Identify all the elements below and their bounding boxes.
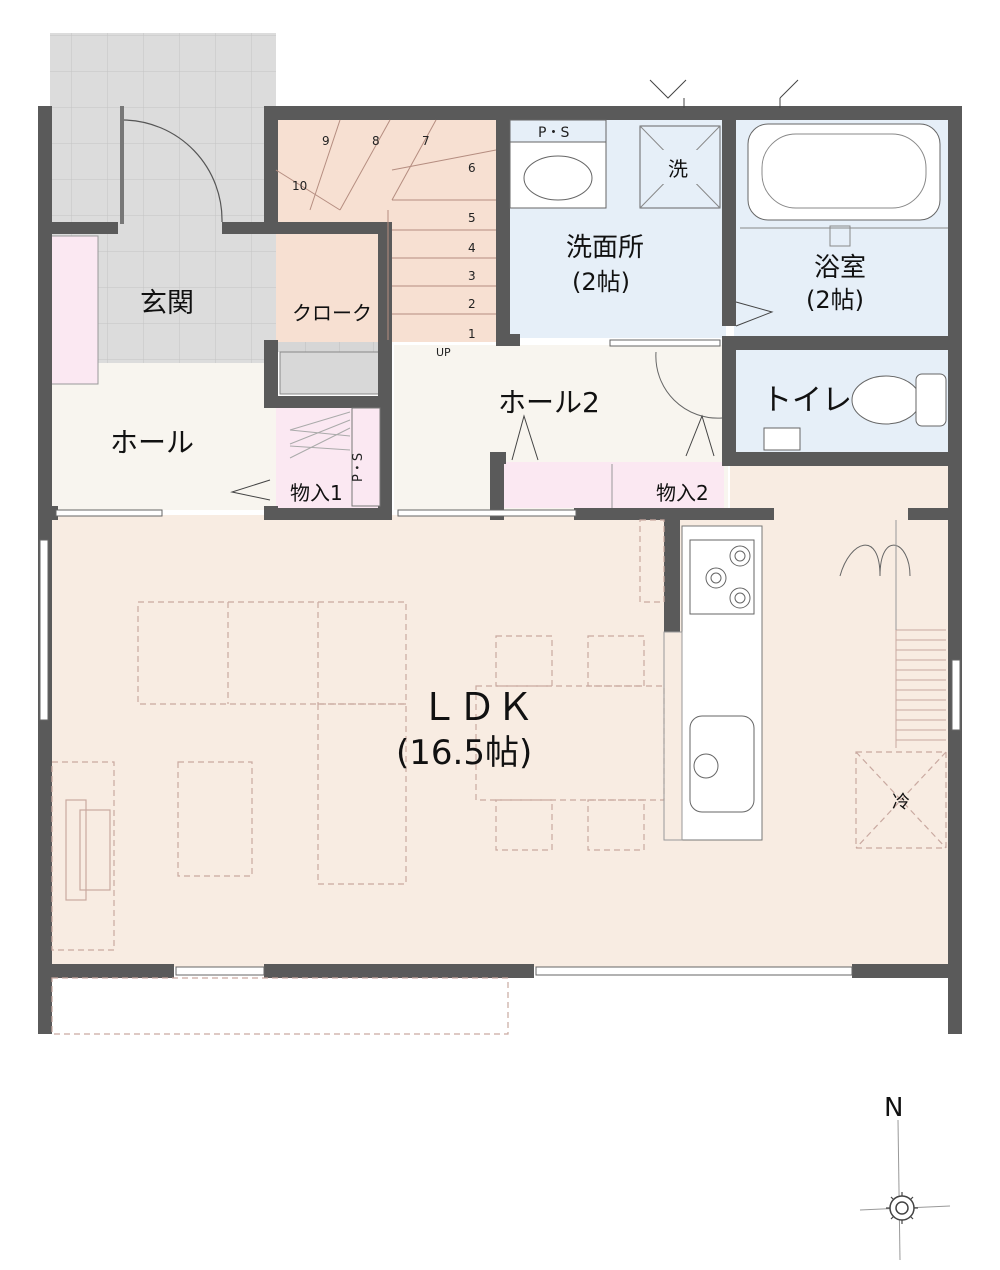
ldk-floor [50, 515, 950, 967]
toilet-sink-icon [763, 427, 801, 451]
stair-step-7: 7 [422, 134, 430, 148]
stair-step-8: 8 [372, 134, 380, 148]
porch-floor [50, 33, 276, 108]
pantry-shelves [895, 629, 946, 748]
stair-up-label: UP [436, 346, 451, 359]
label-ps-side: P・S [351, 453, 366, 482]
toilet-bowl-icon [851, 375, 921, 425]
bath-door-swing [735, 301, 774, 327]
toilet-door-swing [655, 351, 723, 419]
wash-basin [509, 141, 607, 209]
exterior-vent-marks [649, 79, 799, 108]
stair-step-1: 1 [468, 327, 476, 341]
room-cloak: クローク [292, 301, 372, 325]
stair-step-2: 2 [468, 297, 476, 311]
cloak-shelf [279, 351, 385, 395]
pantry-floor [730, 460, 950, 515]
storage2-door-right [685, 414, 715, 457]
storage2-door-left [511, 414, 539, 461]
stair-step-9: 9 [322, 134, 330, 148]
label-washer: 洗 [668, 157, 688, 181]
windows [39, 339, 961, 976]
hall-floor [50, 363, 276, 510]
room-bath-size: (2帖) [806, 286, 864, 314]
stove-burners-icon [689, 539, 755, 615]
stair-numbers: 1 2 3 4 5 6 7 8 9 10 UP [292, 134, 476, 359]
stair-step-5: 5 [468, 211, 476, 225]
room-ldk-size: (16.5帖) [396, 733, 532, 773]
room-genkan: 玄関 [140, 288, 194, 319]
room-toilet: トイレ [762, 383, 852, 418]
kitchen-sink-icon [689, 715, 755, 813]
room-washroom-size: (2帖) [572, 268, 630, 296]
bathtub [747, 123, 941, 221]
stair-step-6: 6 [468, 161, 476, 175]
stair-step-4: 4 [468, 241, 476, 255]
stairs [275, 119, 497, 340]
label-ps-top: P・S [538, 125, 569, 141]
tv-stand [65, 799, 111, 901]
north-label: N [884, 1093, 903, 1123]
kitchen-peninsula [663, 631, 683, 841]
storage2-floor [504, 462, 724, 508]
toilet-tank-icon [915, 373, 947, 427]
stair-step-3: 3 [468, 269, 476, 283]
pantry-door-swing [839, 544, 911, 577]
room-storage1: 物入1 [290, 481, 343, 505]
stair-step-10: 10 [292, 179, 307, 193]
room-washroom: 洗面所 [566, 233, 644, 263]
storage1-shelf-lines [289, 407, 381, 507]
north-compass: N [859, 1093, 951, 1261]
room-hall2: ホール2 [498, 386, 600, 419]
basin-bowl-icon [523, 155, 593, 201]
room-ldk: ＬＤＫ [420, 685, 534, 729]
walls [38, 106, 962, 1034]
hall-door-swing [230, 479, 271, 501]
room-bath: 浴室 [814, 253, 866, 283]
shoe-cabinet [49, 235, 99, 385]
room-hall: ホール [110, 426, 194, 459]
entrance-door-swing [123, 119, 223, 223]
label-fridge: 冷 [892, 792, 910, 813]
room-storage2: 物入2 [656, 481, 709, 505]
stair-lower [388, 226, 498, 342]
bathtub-inner [761, 133, 927, 209]
kitchen-counter [681, 525, 763, 841]
